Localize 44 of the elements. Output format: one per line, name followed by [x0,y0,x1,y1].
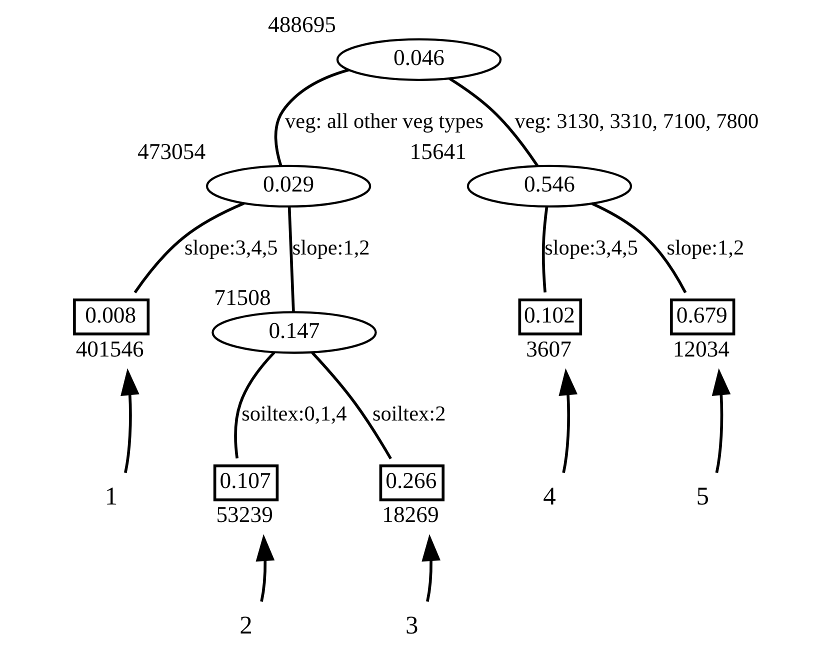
arrow [120,368,139,474]
node-ellipse: 0.546 [466,164,632,208]
edge-label: slope:1,2 [666,235,744,260]
edge-label: veg: 3130, 3310, 7100, 7800 [514,108,758,133]
node-box: 0.008 [72,298,150,336]
node-box: 0.266 [378,464,444,502]
node-text: 4 [542,482,556,511]
node-box: 0.102 [518,298,582,336]
connector [448,77,538,167]
node-text: 1 [104,482,118,511]
connector [287,206,294,312]
arrow [255,534,274,602]
arrow [421,534,440,602]
connector [274,68,349,166]
node-label: 473054 [137,138,206,164]
connector [234,351,275,458]
node-label: 15641 [409,138,466,164]
edge-label: soiltex:2 [372,401,446,426]
connector [310,352,392,460]
node-ellipse: 0.147 [211,311,376,354]
node-box: 0.107 [212,464,278,502]
node-label: 488695 [268,12,336,38]
edge-label: veg: all other veg types [284,108,483,133]
node-label: 401546 [75,336,144,362]
arrow [711,368,730,474]
edge-label: slope:3,4,5 [184,235,278,260]
node-label: 18269 [382,502,438,528]
edge-label: soiltex:0,1,4 [241,401,346,426]
node-ellipse: 0.046 [336,38,502,81]
connector [590,202,686,294]
node-text: 5 [696,482,708,511]
node-label: 71508 [214,285,270,310]
node-label: 12034 [672,336,730,362]
node-label: 3607 [526,336,571,362]
connector [133,202,244,294]
arrow [558,368,578,474]
node-ellipse: 0.029 [205,164,371,208]
node-text: 2 [239,610,252,640]
edge-label: slope:1,2 [292,235,370,260]
node-box: 0.679 [670,298,735,336]
edge-label: slope:3,4,5 [544,235,638,260]
node-label: 53239 [216,502,272,528]
connector [541,206,548,292]
node-text: 3 [405,610,418,640]
